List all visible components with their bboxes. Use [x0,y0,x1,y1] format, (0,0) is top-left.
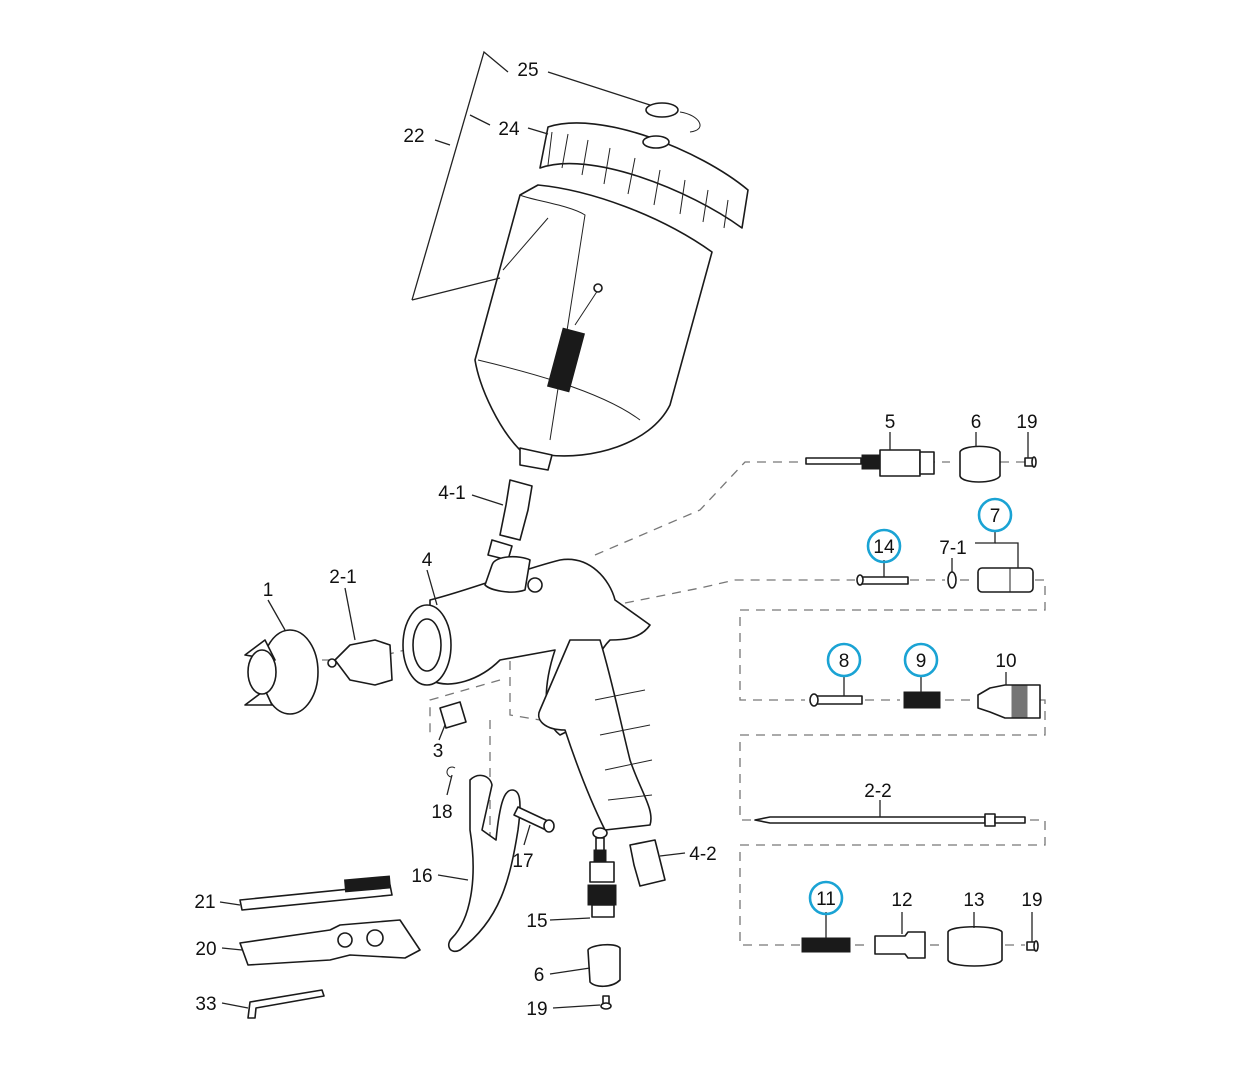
part-3-plug [439,701,467,729]
part-8-valve-stem [809,693,863,707]
callout-20: 20 [195,939,216,960]
highlight-circles [808,497,1013,916]
callout-13: 13 [963,890,984,911]
callout-6-top: 6 [971,412,982,433]
callout-21: 21 [194,892,215,913]
guide-box-upper [739,579,1046,701]
highlight-circle-7 [977,497,1013,533]
part-19-screw-right [1026,940,1039,952]
callout-2-2: 2-2 [864,781,891,802]
part-4-2-air-inlet [629,839,666,887]
part-7-1-o-ring [947,571,957,589]
part-25-vent-cap [642,102,701,149]
callout-4: 4 [422,550,433,571]
callout-9: 9 [916,651,927,672]
part-11-spring [801,937,851,953]
callout-labels: 25 24 22 5 6 19 4-1 7 14 7-1 1 2-1 4 8 9… [194,60,1042,1020]
callout-16: 16 [411,866,432,887]
part-13-knob [947,925,1003,967]
part-33-hex-key [247,989,325,1019]
part-15-air-valve [587,827,617,918]
callout-4-1: 4-1 [438,483,465,504]
callout-1: 1 [263,580,274,601]
part-10-valve-seat [977,684,1041,719]
callout-6-bottom: 6 [534,965,545,986]
callout-2-1: 2-1 [329,567,356,588]
callout-25: 25 [517,60,538,81]
callout-24: 24 [498,119,520,140]
highlight-circle-14 [866,528,902,564]
part-21-cleaning-brush [239,875,393,911]
part-19-screw-bottom [600,995,612,1010]
callout-17: 17 [512,851,533,872]
highlight-circle-9 [903,642,939,678]
callout-22: 22 [403,126,424,147]
callout-12: 12 [891,890,912,911]
guide-box-lower [739,819,1046,946]
part-16-trigger [448,774,521,953]
highlight-circle-8 [826,642,862,678]
guide-line-needle-valve [594,461,800,556]
part-17-pin [513,806,555,833]
guide-line-3 [429,679,501,735]
part-5-needle-adjuster [805,449,935,477]
part-19-screw-top [1024,456,1037,468]
part-4-1-fluid-inlet [487,479,533,561]
part-20-wrench [239,919,421,966]
part-4-gun-body [402,555,653,831]
callout-18: 18 [431,802,452,823]
callout-15: 15 [526,911,547,932]
callout-33: 33 [195,994,216,1015]
callout-19-bottom: 19 [526,999,547,1020]
guide-line-air-valve [624,579,855,604]
part-9-spring [903,691,941,709]
part-1-air-cap [244,629,319,715]
part-18-clip [446,766,456,778]
part-14-pin [856,574,909,586]
callout-7-1: 7-1 [939,538,966,559]
callout-3: 3 [433,741,444,762]
part-6-knob-top [959,445,1001,483]
part-24-cup-lid [539,122,749,229]
callout-14: 14 [873,537,895,558]
highlight-circle-11 [808,880,844,916]
part-7-valve-housing [977,567,1034,593]
part-12-spring-guide [874,931,926,959]
callout-4-2: 4-2 [689,844,716,865]
callout-5: 5 [885,412,896,433]
callout-19-top: 19 [1016,412,1037,433]
callout-10: 10 [995,651,1016,672]
part-22-paint-cup [474,184,713,471]
leader-lines [219,50,1033,1009]
guide-box-middle [739,699,1046,821]
guide-line-body-a [509,645,541,721]
part-6-knob-bottom [587,943,621,988]
callout-7: 7 [990,506,1001,527]
callout-19-right: 19 [1021,890,1042,911]
part-2-2-needle [754,813,1026,827]
callout-11: 11 [816,889,836,910]
part-2-1-fluid-nozzle [327,639,393,686]
callout-8: 8 [839,651,850,672]
